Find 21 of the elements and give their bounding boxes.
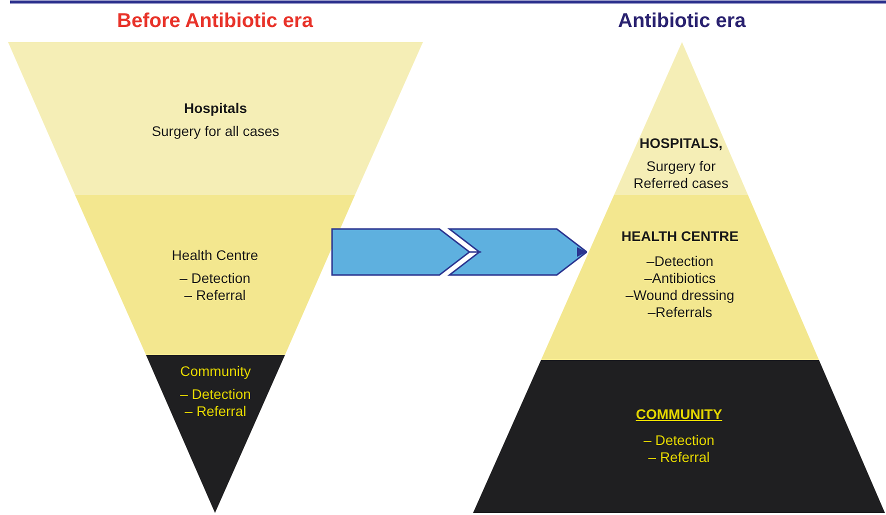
level-description: – Detection [644, 432, 714, 449]
level-heading: HOSPITALS, [640, 135, 722, 152]
level-description: –Antibiotics [644, 270, 716, 287]
level-description: Surgery for all cases [152, 123, 280, 140]
level-description: – Detection [180, 386, 251, 403]
level-heading: COMMUNITY [636, 406, 722, 423]
level-description: –Referrals [648, 304, 712, 321]
level-description: – Detection [180, 270, 250, 287]
level-heading: HEALTH CENTRE [621, 228, 739, 245]
level-description: – Referral [648, 449, 710, 466]
level-description: – Referral [184, 403, 246, 420]
level-description: – Referral [184, 287, 246, 304]
level-description: Surgery for Referred cases [632, 158, 730, 192]
level-description: –Detection [646, 253, 714, 270]
level-heading: Hospitals [184, 100, 247, 117]
section-title: Before Antibiotic era [117, 10, 313, 33]
chevron-arrow [331, 228, 588, 276]
level-heading: Health Centre [172, 247, 258, 264]
section-title: Antibiotic era [618, 10, 746, 33]
level-description: –Wound dressing [626, 287, 734, 304]
level-heading: Community [180, 363, 251, 380]
